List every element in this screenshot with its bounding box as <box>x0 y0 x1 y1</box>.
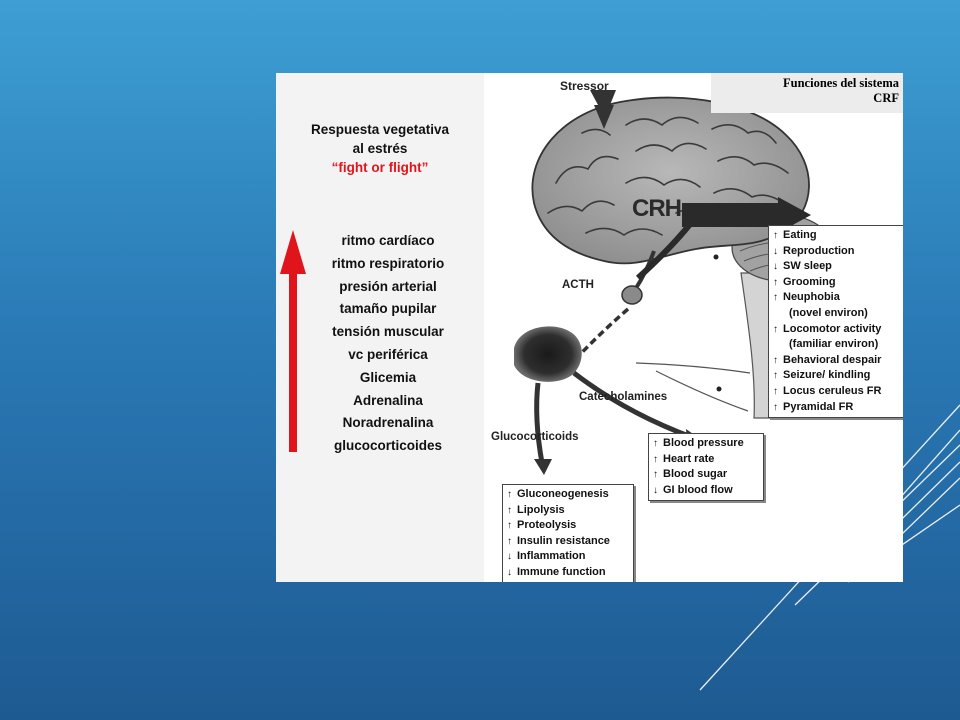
catecholamine-effects-list: ↑ Blood pressure ↑ Heart rate ↑ Blood sugar ↓ G… <box>653 436 759 498</box>
effect-item: ↓ SW sleep <box>773 259 899 275</box>
glucocorticoid-effects-list: ↑ Gluconeogenesis ↑ Lipolysis ↑ Proteolysis ↑ I… <box>507 487 629 581</box>
effect-text: Locomotor activity <box>783 322 882 335</box>
title-line-1: Respuesta vegetativa <box>310 122 450 137</box>
effect-item: ↓ Inflammation <box>507 549 629 565</box>
effect-item: ↑ Heart rate <box>653 452 759 468</box>
effect-item: ↑ Locomotor activity <box>773 322 899 338</box>
autonomic-response-item: tamaño pupilar <box>339 301 437 317</box>
fight-or-flight-subtitle: “fight or flight” <box>331 160 429 175</box>
increase-arrow-icon: ↑ <box>773 385 778 397</box>
increase-arrow-icon: ↑ <box>773 354 778 366</box>
effect-item: (novel environ) <box>773 306 899 322</box>
effect-text: SW sleep <box>783 260 832 273</box>
increase-arrow-icon: ↑ <box>773 401 778 413</box>
effect-item: ↑ Neuphobia <box>773 290 899 306</box>
effect-text: Inflammation <box>517 550 586 563</box>
effect-item: ↑ Pyramidal FR <box>773 400 899 416</box>
catecholamines-label: Catecholamines <box>579 391 668 403</box>
effect-item: ↑ Proteolysis <box>507 518 629 534</box>
autonomic-response-item: tensión muscular <box>332 324 444 340</box>
increase-arrow-icon: ↑ <box>507 535 512 547</box>
crf-effects-box: ↑ Eating ↓ Reproduction ↓ SW sleep ↑ Grooming ↑ N… <box>768 225 903 419</box>
effect-item: ↑ Eating <box>773 228 899 244</box>
effect-text: (novel environ) <box>789 306 868 319</box>
increase-arrow-icon: ↑ <box>653 469 658 481</box>
effect-text: GI blood flow <box>663 483 733 496</box>
crh-label: CRH <box>632 195 682 222</box>
effect-text: Insulin resistance <box>517 534 610 547</box>
increase-arrow-icon: ↑ <box>773 292 778 304</box>
autonomic-response-item: vc periférica <box>348 346 428 362</box>
stress-response-figure: Respuesta vegetativa al estrés “fight or… <box>276 73 903 582</box>
glucocorticoid-effects-box: ↑ Gluconeogenesis ↑ Lipolysis ↑ Proteolysis ↑ I… <box>502 484 634 582</box>
effect-text: (familiar environ) <box>789 338 879 351</box>
acth-label: ACTH <box>562 279 594 291</box>
effect-text: Gluconeogenesis <box>517 488 609 500</box>
effect-text: Blood pressure <box>663 437 744 449</box>
effect-text: Reproduction <box>783 244 855 257</box>
autonomic-response-list: ritmo cardíaco ritmo respiratorio presión … <box>302 230 474 458</box>
crf-effects-list: ↑ Eating ↓ Reproduction ↓ SW sleep ↑ Grooming ↑ N… <box>773 228 899 415</box>
increase-arrow-icon: ↑ <box>653 438 658 449</box>
effect-text: Immune function <box>517 565 606 578</box>
effect-item: ↑ Insulin resistance <box>507 534 629 550</box>
effect-item: ↓ GI blood flow <box>653 483 759 499</box>
effect-text: Eating <box>783 229 817 241</box>
effect-item: (familiar environ) <box>773 337 899 353</box>
autonomic-response-panel: Respuesta vegetativa al estrés “fight or… <box>276 73 484 582</box>
autonomic-response-item: Glicemia <box>359 369 417 385</box>
effect-text: Heart rate <box>663 452 715 465</box>
effect-item: ↑ Grooming <box>773 275 899 291</box>
increase-arrow-icon: ↑ <box>507 504 512 516</box>
autonomic-response-item: glucocorticoides <box>333 438 443 454</box>
decrease-arrow-icon: ↓ <box>507 566 512 578</box>
effect-text: Behavioral despair <box>783 353 882 366</box>
increase-arrow-icon: ↑ <box>773 370 778 382</box>
effect-text: Grooming <box>783 275 836 288</box>
effect-item: ↑ Behavioral despair <box>773 353 899 369</box>
glucocorticoids-label: Glucocorticoids <box>491 431 579 443</box>
effect-item: ↑ Seizure/ kindling <box>773 368 899 384</box>
decrease-arrow-icon: ↓ <box>773 245 778 257</box>
autonomic-response-item: presión arterial <box>339 278 437 294</box>
increase-arrow-icon: ↑ <box>773 276 778 288</box>
crf-functions-title: Funciones del sistema CRF <box>711 73 903 113</box>
effect-item: ↑ Gluconeogenesis <box>507 487 629 503</box>
autonomic-response-item: Adrenalina <box>353 392 423 408</box>
autonomic-response-item: ritmo respiratorio <box>331 255 445 271</box>
autonomic-response-title: Respuesta vegetativa al estrés “fight or… <box>276 120 484 177</box>
effect-item: ↑ Lipolysis <box>507 503 629 519</box>
effect-text: Proteolysis <box>517 519 577 532</box>
decrease-arrow-icon: ↓ <box>653 484 658 496</box>
increase-arrow-icon: ↑ <box>507 520 512 532</box>
decrease-arrow-icon: ↓ <box>773 261 778 273</box>
decrease-arrow-icon: ↓ <box>507 551 512 563</box>
effect-text: Pyramidal FR <box>783 400 854 413</box>
effect-item: ↓ Immune function <box>507 565 629 581</box>
autonomic-response-item: Noradrenalina <box>342 415 434 431</box>
effect-item: ↑ Locus ceruleus FR <box>773 384 899 400</box>
increase-arrow-icon: ↑ <box>653 453 658 465</box>
stressor-label: Stressor <box>560 79 609 93</box>
increase-arrow-icon: ↑ <box>507 489 512 500</box>
autonomic-response-item: ritmo cardíaco <box>341 233 435 248</box>
crf-title-line-2: CRF <box>873 91 899 105</box>
effect-item: ↑ Blood sugar <box>653 467 759 483</box>
effect-text: Seizure/ kindling <box>783 369 871 382</box>
crf-system-diagram: Funciones del sistema CRF Stressor CRH A… <box>486 73 903 582</box>
catecholamine-effects-box: ↑ Blood pressure ↑ Heart rate ↑ Blood sugar ↓ G… <box>648 433 764 502</box>
increase-arrow-icon: ↑ <box>773 323 778 335</box>
increase-arrow-icon <box>280 230 306 452</box>
effect-item: ↓ Reproduction <box>773 244 899 260</box>
title-line-2: al estrés <box>352 141 408 156</box>
crf-title-line-1: Funciones del sistema <box>783 76 899 90</box>
effect-text: Neuphobia <box>783 291 840 304</box>
effect-text: Lipolysis <box>517 503 565 516</box>
increase-arrow-icon: ↑ <box>773 230 778 241</box>
effect-item: ↑ Blood pressure <box>653 436 759 452</box>
effect-text: Blood sugar <box>663 468 728 481</box>
effect-text: Locus ceruleus FR <box>783 384 882 397</box>
